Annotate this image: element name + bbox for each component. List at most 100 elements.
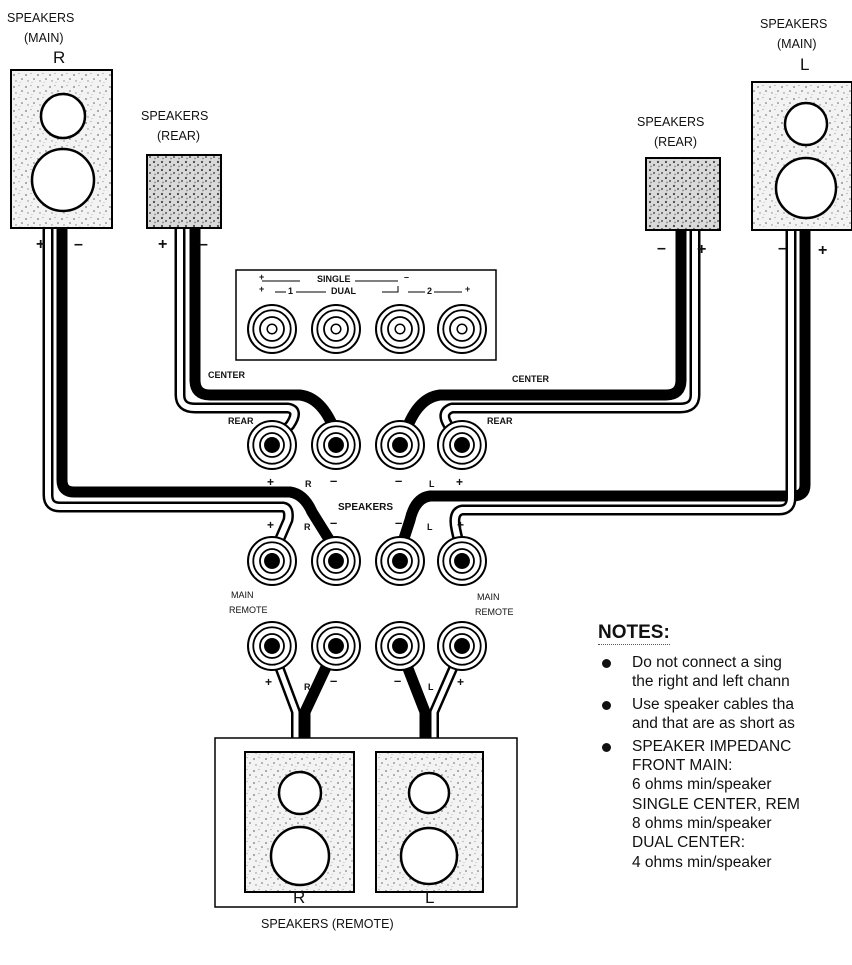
center-terminal-2[interactable] xyxy=(311,304,361,354)
rear-terminals xyxy=(247,420,487,470)
terminal-rear-l-plus: + xyxy=(456,475,464,489)
main-r-minus-terminal[interactable] xyxy=(311,536,361,586)
rear-right-title-1: SPEAKERS xyxy=(141,109,209,123)
terminal-main-r-plus: + xyxy=(267,518,275,532)
note-3-line-3: 6 ohms min/speaker xyxy=(632,776,772,794)
center-terminals xyxy=(247,304,487,354)
remote-l-plus-terminal[interactable] xyxy=(437,621,487,671)
main-left-plus: + xyxy=(818,242,828,259)
rear-l-minus-terminal[interactable] xyxy=(375,420,425,470)
note-2-line-1: Use speaker cables tha xyxy=(632,695,794,713)
bullet-icon xyxy=(602,659,611,668)
center-dual-label: DUAL xyxy=(331,286,356,296)
rear-left-title-1: SPEAKERS xyxy=(637,115,705,129)
terminal-rear-r-label: R xyxy=(305,479,312,489)
remote-right-channel: R xyxy=(293,888,306,907)
cable-rear-right-negative xyxy=(189,224,344,446)
main-r-plus-terminal[interactable] xyxy=(247,536,297,586)
terminal-center-left-label: CENTER xyxy=(208,370,246,380)
remote-left-channel: L xyxy=(425,888,435,907)
main-left-title-2: (MAIN) xyxy=(777,37,817,51)
speaker-remote-left xyxy=(375,751,484,893)
note-1-line-2: the right and left chann xyxy=(632,673,790,691)
notes-heading: NOTES: xyxy=(598,622,670,645)
remote-speakers-label: SPEAKERS (REMOTE) xyxy=(261,917,394,931)
remote-r-plus-terminal[interactable] xyxy=(247,621,297,671)
speaker-rear-left xyxy=(645,157,721,231)
terminal-remote-r-plus: + xyxy=(265,675,273,689)
remote-terminals xyxy=(247,621,487,671)
note-item: Use speaker cables tha and that are as s… xyxy=(595,695,852,734)
rear-l-plus-terminal[interactable] xyxy=(437,420,487,470)
terminal-remote-l-label: L xyxy=(428,682,434,692)
main-terminals xyxy=(247,536,487,586)
center-terminal-1[interactable] xyxy=(247,304,297,354)
cable-main-right-negative xyxy=(56,224,346,563)
terminal-main-l-plus: + xyxy=(457,518,465,532)
center-terminal-4[interactable] xyxy=(437,304,487,354)
center-single-label: SINGLE xyxy=(317,274,351,284)
terminal-main-r-minus: – xyxy=(330,515,338,530)
center-terminal-3[interactable] xyxy=(375,304,425,354)
main-left-minus: – xyxy=(778,240,787,257)
terminal-rear-left-label: REAR xyxy=(228,416,254,426)
note-item: SPEAKER IMPEDANC FRONT MAIN: 6 ohms min/… xyxy=(595,737,852,873)
rear-right-minus: – xyxy=(199,236,208,253)
rear-left-title-2: (REAR) xyxy=(654,135,698,149)
center-plus-right: + xyxy=(465,284,471,294)
note-3-line-4: SINGLE CENTER, REM xyxy=(632,795,800,813)
note-3-line-2: FRONT MAIN: xyxy=(632,756,733,774)
terminal-main-l-label: L xyxy=(427,522,433,532)
terminal-rear-l-label: L xyxy=(429,479,435,489)
remote-r-minus-terminal[interactable] xyxy=(311,621,361,671)
terminal-speakers-label: SPEAKERS xyxy=(338,502,394,513)
note-3-line-5: 8 ohms min/speaker xyxy=(632,815,772,832)
note-3-line-7: 4 ohms min/speaker xyxy=(632,853,772,871)
terminal-main-l-minus: – xyxy=(395,515,403,530)
terminal-main-right-label: MAIN xyxy=(477,592,500,602)
terminal-rear-right-label: REAR xyxy=(487,416,513,426)
main-l-plus-terminal[interactable] xyxy=(437,536,487,586)
center-plus-top: + xyxy=(259,272,265,282)
rear-left-minus: – xyxy=(657,240,666,257)
rear-right-title-2: (REAR) xyxy=(157,129,201,143)
speaker-main-right xyxy=(10,69,113,229)
terminal-remote-right-label: REMOTE xyxy=(475,607,514,617)
main-right-title-2: (MAIN) xyxy=(24,31,64,45)
terminal-remote-r-minus: – xyxy=(330,673,338,688)
terminal-center-right-label: CENTER xyxy=(512,374,550,384)
rear-right-plus: + xyxy=(158,236,168,253)
speaker-remote-right xyxy=(244,751,355,893)
center-minus-top: – xyxy=(404,272,410,282)
bullet-icon xyxy=(602,700,611,710)
cable-main-left-negative xyxy=(392,224,811,563)
center-two-label: 2 xyxy=(427,286,433,296)
rear-r-plus-terminal[interactable] xyxy=(247,420,297,470)
note-2-line-2: and that are as short as xyxy=(632,715,795,733)
notes-section: NOTES: Do not connect a sing the right a… xyxy=(595,622,852,875)
main-right-minus: – xyxy=(74,236,83,253)
terminal-remote-l-minus: – xyxy=(394,673,402,688)
terminal-rear-r-minus: – xyxy=(330,473,338,488)
terminal-remote-l-plus: + xyxy=(457,675,465,689)
main-right-plus: + xyxy=(36,236,46,253)
terminal-remote-r-label: R xyxy=(304,682,311,692)
speaker-main-left xyxy=(751,81,852,231)
main-right-title-1: SPEAKERS xyxy=(7,11,75,25)
terminal-rear-r-plus: + xyxy=(267,475,275,489)
bullet-icon xyxy=(602,742,611,752)
main-right-channel: R xyxy=(53,48,66,67)
remote-l-minus-terminal[interactable] xyxy=(375,621,425,671)
note-3-line-6: DUAL CENTER: xyxy=(632,834,746,852)
rear-r-minus-terminal[interactable] xyxy=(311,420,361,470)
main-left-title-1: SPEAKERS xyxy=(760,17,828,31)
terminal-main-left-label: MAIN xyxy=(231,590,254,600)
center-one-label: 1 xyxy=(288,286,294,296)
speaker-rear-right xyxy=(146,154,222,229)
rear-left-plus: + xyxy=(697,241,707,258)
main-l-minus-terminal[interactable] xyxy=(375,536,425,586)
terminal-rear-l-minus: – xyxy=(395,473,403,488)
note-item: Do not connect a sing the right and left… xyxy=(595,653,852,692)
note-3-line-1: SPEAKER IMPEDANC xyxy=(632,737,792,755)
